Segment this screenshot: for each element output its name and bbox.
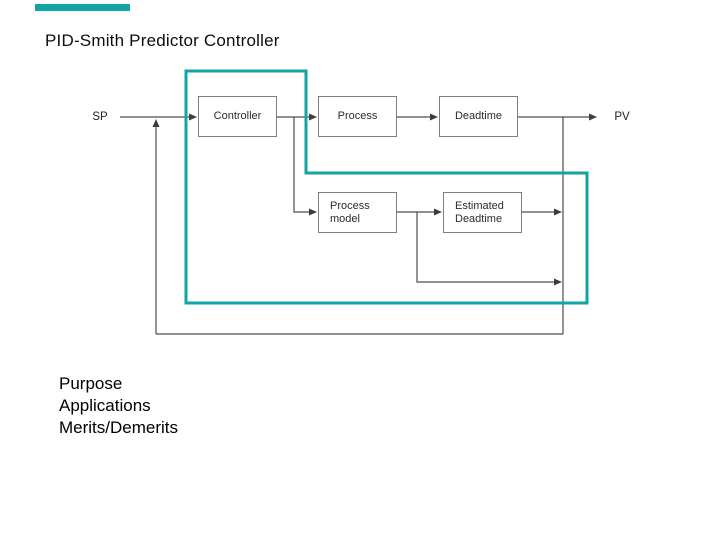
agenda-item-applications: Applications [59, 396, 151, 415]
block-controller-label: Controller [213, 110, 262, 122]
block-deadtime-label: Deadtime [454, 110, 503, 122]
block-deadtime: Deadtime [439, 96, 518, 137]
signal-lines [120, 116, 589, 335]
block-estimated-deadtime-label-line1: Estimated [455, 199, 504, 212]
arrowheads [152, 113, 597, 286]
predictor-boundary-outline [184, 69, 589, 305]
arrow-into-est-deadtime [434, 208, 442, 216]
block-process-model-label-line2: model [330, 212, 360, 225]
arrow-into-process-model [309, 208, 317, 216]
agenda-item-purpose: Purpose [59, 374, 123, 393]
block-process-model-label-line1: Process [330, 199, 370, 212]
arrow-est-deadtime-to-junction [554, 208, 562, 216]
arrow-into-deadtime [430, 113, 438, 121]
slide-accent-bar [35, 4, 130, 11]
setpoint-label: SP [92, 111, 108, 123]
arrow-into-pv [589, 113, 597, 121]
agenda-list: Purpose Applications Merits/Demerits [59, 373, 178, 439]
arrow-lower-branch-to-junction [554, 278, 562, 286]
arrow-into-controller [189, 113, 197, 121]
process-variable-label: PV [614, 111, 630, 123]
block-process-label: Process [337, 110, 378, 122]
block-estimated-deadtime-label-line2: Deadtime [455, 212, 503, 225]
line-controller-branch-to-model [293, 117, 309, 213]
block-process: Process [318, 96, 397, 137]
block-process-model: Process model [318, 192, 397, 233]
line-model-branch-lower [416, 212, 554, 283]
arrow-feedback-into-sp-line [152, 119, 160, 127]
block-controller: Controller [198, 96, 277, 137]
arrow-into-process [309, 113, 317, 121]
block-estimated-deadtime: Estimated Deadtime [443, 192, 522, 233]
page-title: PID-Smith Predictor Controller [45, 31, 280, 50]
agenda-item-merits-demerits: Merits/Demerits [59, 418, 179, 437]
